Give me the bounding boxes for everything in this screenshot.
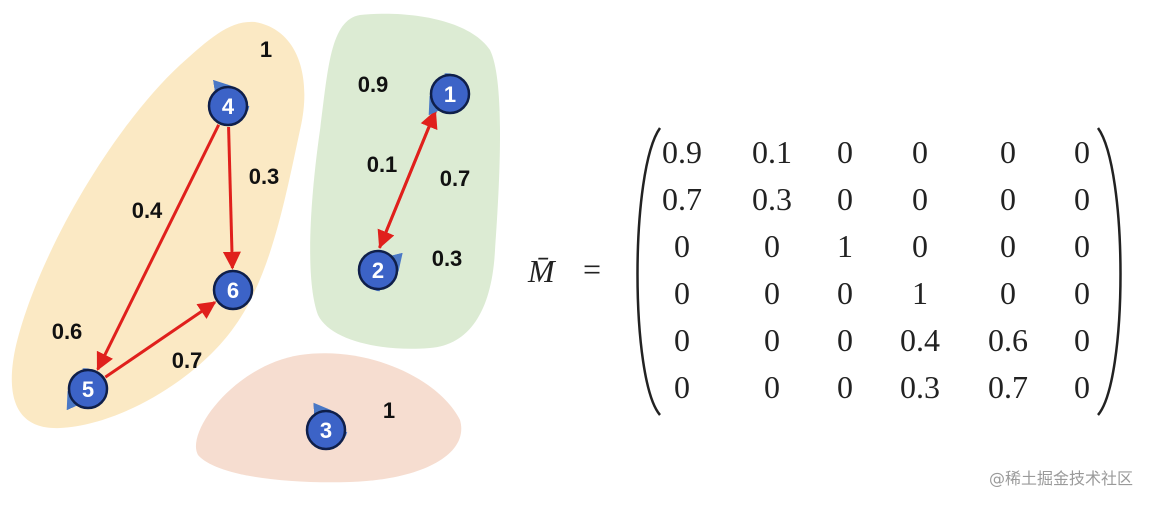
matrix-symbol: M̄ — [527, 253, 557, 289]
region-green — [310, 13, 500, 349]
edge-weight-1-to-2: 0.7 — [440, 166, 471, 191]
matrix-cell-r5-c6: 0 — [1074, 322, 1090, 358]
matrix-cell-r4-c5: 0 — [1000, 275, 1016, 311]
matrix-cell-r5-c1: 0 — [674, 322, 690, 358]
matrix-cell-r6-c1: 0 — [674, 369, 690, 405]
matrix-cell-r2-c6: 0 — [1074, 181, 1090, 217]
region-yellow — [11, 21, 305, 429]
matrix-cell-r2-c3: 0 — [837, 181, 853, 217]
node-label-1: 1 — [444, 82, 456, 107]
self-loop-weight-2: 0.3 — [432, 246, 463, 271]
matrix-cell-r4-c2: 0 — [764, 275, 780, 311]
node-label-3: 3 — [320, 418, 332, 443]
matrix-cell-r4-c4: 1 — [912, 275, 928, 311]
matrix-cell-r3-c2: 0 — [764, 228, 780, 264]
edge-weight-4-to-6: 0.3 — [249, 164, 280, 189]
matrix-cell-r2-c4: 0 — [912, 181, 928, 217]
matrix-cell-r1-c4: 0 — [912, 134, 928, 170]
edge-weight-4-to-5: 0.4 — [132, 198, 163, 223]
self-loop-weight-3: 1 — [383, 398, 395, 423]
matrix-cell-r4-c1: 0 — [674, 275, 690, 311]
node-3 — [305, 409, 347, 451]
matrix-cell-r5-c3: 0 — [837, 322, 853, 358]
matrix-cell-r6-c2: 0 — [764, 369, 780, 405]
matrix-cell-r5-c4: 0.4 — [900, 322, 940, 358]
self-loop-weight-4: 1 — [260, 37, 272, 62]
matrix-cell-r5-c5: 0.6 — [988, 322, 1028, 358]
matrix-cell-r1-c2: 0.1 — [752, 134, 792, 170]
edge-weight-5-to-6: 0.7 — [172, 348, 203, 373]
self-loop-weight-5: 0.6 — [52, 319, 83, 344]
node-label-4: 4 — [222, 94, 235, 119]
self-loop-weight-1: 0.9 — [358, 72, 389, 97]
matrix-cell-r2-c5: 0 — [1000, 181, 1016, 217]
watermark: @稀土掘金技术社区 — [988, 469, 1133, 488]
node-label-6: 6 — [227, 278, 239, 303]
matrix-cell-r1-c3: 0 — [837, 134, 853, 170]
matrix-right-paren — [1096, 127, 1122, 416]
matrix-cell-r4-c3: 0 — [837, 275, 853, 311]
edge-1-to-2 — [377, 110, 437, 249]
matrix-cell-r6-c5: 0.7 — [988, 369, 1028, 405]
node-6 — [212, 269, 254, 311]
matrix-cell-r3-c4: 0 — [912, 228, 928, 264]
edge-5-to-6 — [104, 301, 217, 379]
matrix-equals: = — [583, 251, 601, 287]
matrix-cell-r1-c5: 0 — [1000, 134, 1016, 170]
matrix-cell-r3-c3: 1 — [837, 228, 853, 264]
node-5 — [67, 368, 109, 410]
node-1 — [429, 73, 471, 115]
matrix-cell-r6-c4: 0.3 — [900, 369, 940, 405]
matrix-cell-r3-c5: 0 — [1000, 228, 1016, 264]
matrix-cell-r3-c1: 0 — [674, 228, 690, 264]
matrix-cell-r1-c1: 0.9 — [662, 134, 702, 170]
matrix-cell-r2-c1: 0.7 — [662, 181, 702, 217]
node-label-2: 2 — [372, 258, 384, 283]
node-label-5: 5 — [82, 377, 94, 402]
edge-4-to-6 — [222, 126, 241, 270]
matrix-cell-r6-c6: 0 — [1074, 369, 1090, 405]
matrix-left-paren — [636, 127, 662, 416]
matrix-cell-r6-c3: 0 — [837, 369, 853, 405]
matrix-cell-r5-c2: 0 — [764, 322, 780, 358]
edge-4-to-5 — [96, 124, 221, 371]
edge-weight-2-to-1: 0.1 — [367, 152, 398, 177]
node-4 — [207, 85, 249, 127]
node-2 — [357, 249, 399, 291]
matrix-cell-r2-c2: 0.3 — [752, 181, 792, 217]
matrix-cell-r4-c6: 0 — [1074, 275, 1090, 311]
matrix-cell-r1-c6: 0 — [1074, 134, 1090, 170]
matrix-cell-r3-c6: 0 — [1074, 228, 1090, 264]
